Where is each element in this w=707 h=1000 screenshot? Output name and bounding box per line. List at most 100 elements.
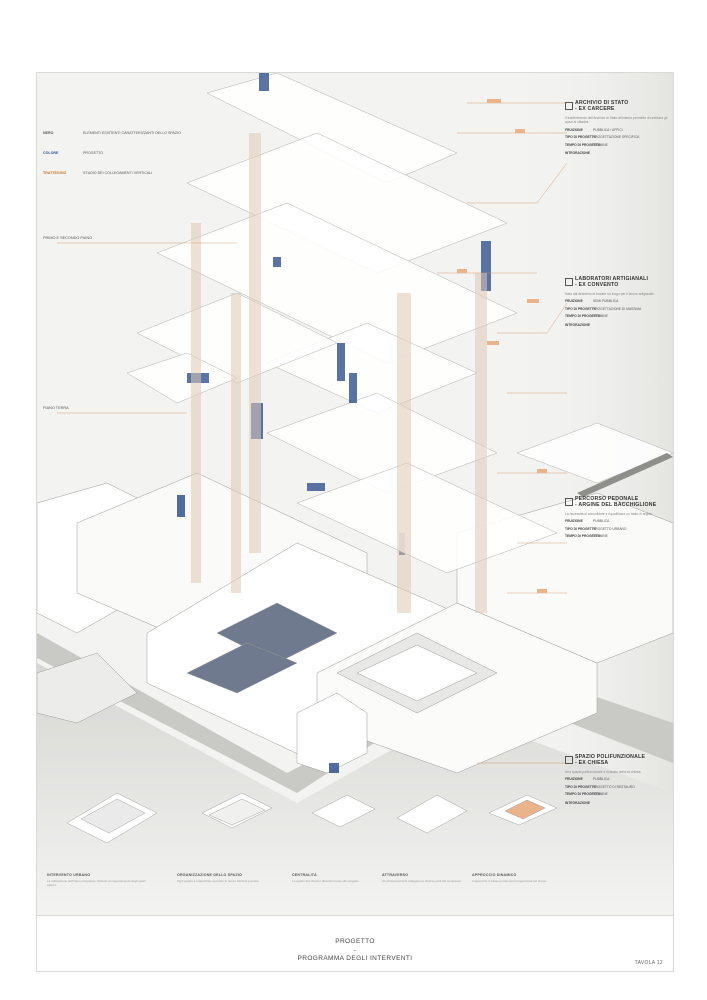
walkway — [577, 453, 673, 497]
strategy-panel: APPROCCIO DINAMICO L'approccio si basa s… — [472, 873, 562, 883]
row-value: SEMI PUBBLICA — [593, 299, 619, 304]
legend-row: COLORE PROGETTO — [43, 151, 103, 155]
section-title: LABORATORI ARTIGIANALI - EX CONVENTO — [565, 276, 671, 289]
row-value: PROGETTAZIONE DI MASSIMA — [593, 306, 642, 311]
legend-row: TRATTEGGIO STUDIO DEI COLLEGAMENTI VERTIC… — [43, 171, 152, 175]
strategy-text: La riattivazione dell'intero complesso r… — [47, 879, 146, 888]
strategy-title: INTERVENTO URBANO — [47, 873, 91, 877]
section-title-line: ARCHIVIO DI STATO — [575, 100, 629, 106]
row-value: PROGETTAZIONE SPECIFICA — [593, 135, 640, 140]
section-row: TIPO DI PROGETTOPROGETTO DI RESTAURO — [565, 785, 671, 789]
section-subheading: INTEGRAZIONE — [565, 800, 590, 805]
section-row: FRUIZIONE PUBBLICA / UFFICI — [565, 128, 671, 132]
row-key: TIPO DI PROGETTO — [565, 526, 597, 531]
strategy-title: APPROCCIO DINAMICO — [472, 873, 517, 877]
row-value: PUBBLICA — [593, 777, 610, 782]
vertical-connections — [191, 133, 487, 613]
section-row: TEMPO DI PROGETTOTERMINE — [565, 792, 671, 796]
sheet-number: TAVOLA 12 — [634, 960, 663, 966]
annotation-tags — [457, 99, 547, 593]
row-value: PUBBLICA — [593, 519, 610, 524]
section-row: TEMPO DI PROGETTOTERMINE — [565, 143, 671, 147]
section-subheading: INTEGRAZIONE — [565, 322, 590, 327]
section-text: Uno spazio polifunzionale è ricavato nel… — [565, 769, 642, 774]
floor-label: PRIMO E SECONDO PIANO — [43, 236, 93, 240]
strategy-panel: ATTRAVERSO Gli attraversamenti collegano… — [382, 873, 490, 883]
footer-subtitle: PROGRAMMA DEGLI INTERVENTI — [297, 955, 413, 962]
floor-label: PIANO TERRA — [43, 406, 69, 410]
row-value: TERMINE — [593, 534, 608, 539]
row-key: FRUIZIONE — [565, 777, 583, 782]
section-text: Nato dal desiderio di trovare un luogo p… — [565, 291, 655, 296]
section-row: FRUIZIONE PUBBLICA — [565, 777, 671, 781]
row-key: TEMPO DI PROGETTO — [565, 534, 601, 539]
row-key: TIPO DI PROGETTO — [565, 135, 597, 140]
strategy-panel: CENTRALITÀ Lo spazio del chiostro divent… — [292, 873, 400, 883]
section-text: La necessità di consolidare e riqualific… — [565, 511, 653, 516]
checkbox-icon — [565, 498, 573, 506]
strategy-title: ORGANIZZAZIONE DELLO SPAZIO — [177, 873, 243, 877]
footer-dash: - — [353, 947, 357, 954]
row-key: TEMPO DI PROGETTO — [565, 142, 601, 147]
section-row: TEMPO DI PROGETTOTERMINE — [565, 534, 671, 538]
section-subheading: INTEGRAZIONE — [565, 151, 590, 156]
row-value: TERMINE — [593, 792, 608, 797]
section-title: ARCHIVIO DI STATO - EX CARCERE — [565, 100, 671, 113]
legend-desc: PROGETTO — [83, 151, 104, 155]
section-laboratori: LABORATORI ARTIGIANALI - EX CONVENTO Nat… — [565, 276, 671, 327]
section-row: TEMPO DI PROGETTOTERMINE — [565, 314, 671, 318]
section-row: FRUIZIONE PUBBLICA — [565, 519, 671, 523]
section-percorso: PERCORSO PEDONALE - ARGINE DEL BACCHIGLI… — [565, 496, 671, 539]
section-row: TIPO DI PROGETTOPROGETTAZIONE SPECIFICA — [565, 135, 671, 139]
legend-desc: ELEMENTI ESISTENTI CARATTERIZZANTI DELLO… — [83, 131, 181, 135]
section-title-line: - EX CHIESA — [575, 759, 609, 766]
row-key: FRUIZIONE — [565, 127, 583, 132]
strategy-text: Gli attraversamenti collegano le diverse… — [382, 879, 463, 883]
annotation-lines — [57, 102, 568, 764]
section-text: Il trasferimento dell'Archivio di Stato … — [565, 115, 668, 125]
row-key: TIPO DI PROGETTO — [565, 784, 597, 789]
section-title-line: - ARGINE DEL BACCHIGLIONE — [575, 501, 657, 508]
strategy-panel: INTERVENTO URBANO La riattivazione dell'… — [47, 873, 155, 887]
footer: PROGETTO - PROGRAMMA DEGLI INTERVENTI TA… — [37, 915, 673, 971]
legend-key: COLORE — [43, 151, 59, 155]
legend-desc: STUDIO DEI COLLEGAMENTI VERTICALI — [83, 171, 153, 175]
axonometric-drawing — [37, 73, 673, 915]
row-key: TEMPO DI PROGETTO — [565, 792, 601, 797]
row-value: TERMINE — [593, 314, 608, 319]
checkbox-icon — [565, 102, 573, 110]
section-archivio: ARCHIVIO DI STATO - EX CARCERE Il trasfe… — [565, 100, 671, 156]
section-title-line: - EX CARCERE — [575, 105, 615, 112]
strategy-title: ATTRAVERSO — [382, 873, 409, 877]
legend-row: NERO ELEMENTI ESISTENTI CARATTERIZZANTI D… — [43, 131, 181, 135]
row-key: TIPO DI PROGETTO — [565, 306, 597, 311]
row-key: FRUIZIONE — [565, 299, 583, 304]
strategy-thumbnails — [66, 792, 558, 844]
footer-title: PROGETTO — [335, 938, 375, 945]
drawing-sheet: NERO ELEMENTI ESISTENTI CARATTERIZZANTI D… — [36, 72, 674, 972]
section-title-line: LABORATORI ARTIGIANALI — [575, 276, 649, 282]
row-value: TERMINE — [593, 142, 608, 147]
checkbox-icon — [565, 278, 573, 286]
section-title: PERCORSO PEDONALE - ARGINE DEL BACCHIGLI… — [565, 496, 671, 509]
strategy-text: Lo spazio del chiostro diventa il cuore … — [292, 879, 360, 883]
strategy-title: CENTRALITÀ — [292, 873, 317, 877]
legend-key: NERO — [43, 131, 54, 135]
legend-key: TRATTEGGIO — [43, 171, 67, 175]
section-row: TIPO DI PROGETTOPROGETTO URBANO — [565, 527, 671, 531]
section-row: FRUIZIONE SEMI PUBBLICA — [565, 299, 671, 303]
section-title: SPAZIO POLIFUNZIONALE - EX CHIESA — [565, 754, 671, 767]
section-title-line: - EX CONVENTO — [575, 281, 619, 288]
row-key: TEMPO DI PROGETTO — [565, 314, 601, 319]
row-value: PROGETTO URBANO — [593, 526, 627, 531]
row-value: PUBBLICA / UFFICI — [593, 127, 623, 132]
section-title-line: SPAZIO POLIFUNZIONALE — [575, 754, 646, 760]
strategy-text: Ogni spazio è organizzato secondo le nuo… — [177, 879, 260, 883]
section-title-line: PERCORSO PEDONALE — [575, 496, 639, 502]
section-spazio: SPAZIO POLIFUNZIONALE - EX CHIESA Uno sp… — [565, 754, 671, 805]
strategy-panel: ORGANIZZAZIONE DELLO SPAZIO Ogni spazio … — [177, 873, 285, 883]
row-key: FRUIZIONE — [565, 519, 583, 524]
strategy-text: L'approccio si basa su interventi progra… — [472, 879, 548, 883]
row-value: PROGETTO DI RESTAURO — [593, 784, 635, 789]
